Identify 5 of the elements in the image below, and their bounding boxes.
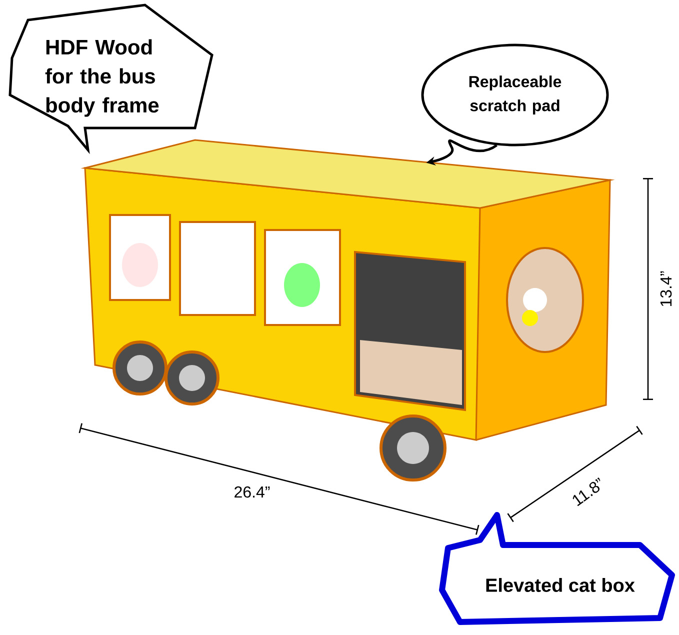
- dimension-label: 26.4”: [234, 486, 270, 498]
- speech-bubble: HDF Wood for the bus body frame: [8, 4, 214, 154]
- speech-bubble: Replaceable scratch pad: [421, 44, 609, 146]
- dimension-label: 13.4”: [660, 271, 672, 306]
- speech-bubble: Elevated cat box: [439, 512, 675, 625]
